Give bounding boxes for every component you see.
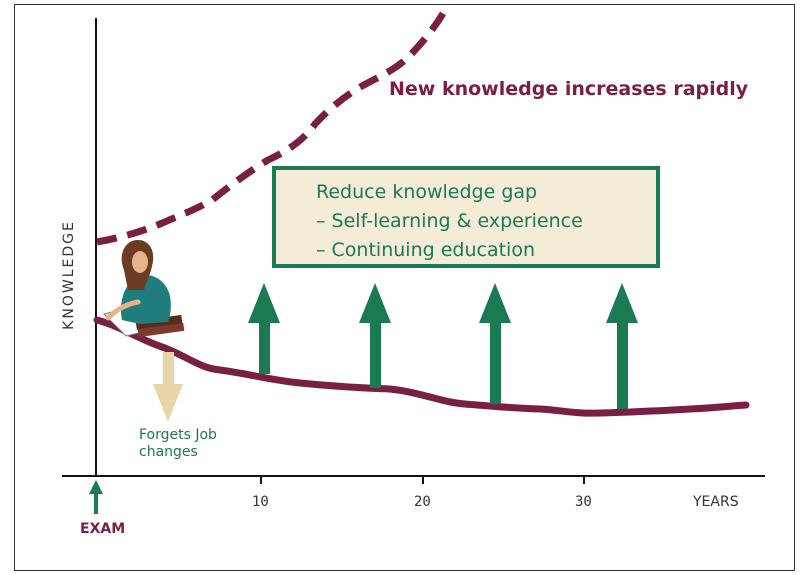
diagram-frame — [14, 4, 795, 571]
y-axis-label: KNOWLEDGE — [61, 220, 77, 330]
gap-box-item: – Self-learning & experience — [316, 210, 583, 232]
headline-label: New knowledge increases rapidly — [389, 78, 749, 100]
arrow-up-icon — [248, 283, 280, 374]
new-knowledge-curve — [96, 4, 451, 246]
arrow-down-icon — [153, 352, 183, 422]
retained-knowledge-curve — [93, 316, 750, 417]
exam-label: EXAM — [80, 521, 126, 537]
arrow-up-icon — [479, 283, 511, 404]
woman-at-desk-icon — [103, 240, 185, 338]
x-tick-label: 30 — [575, 494, 592, 510]
arrow-up-icon — [606, 283, 638, 409]
exam-arrow-icon — [89, 480, 103, 514]
x-axis-label: YEARS — [693, 494, 739, 510]
forgets-label: Forgets Job changes — [139, 427, 217, 460]
gap-box-title: Reduce knowledge gap — [316, 181, 538, 203]
x-tick-label: 10 — [252, 494, 269, 510]
x-tick-label: 20 — [414, 494, 431, 510]
arrow-up-icon — [359, 283, 391, 388]
knowledge-gap-box: Reduce knowledge gap – Self-learning & e… — [272, 166, 660, 268]
gap-box-item: – Continuing education — [316, 239, 535, 261]
